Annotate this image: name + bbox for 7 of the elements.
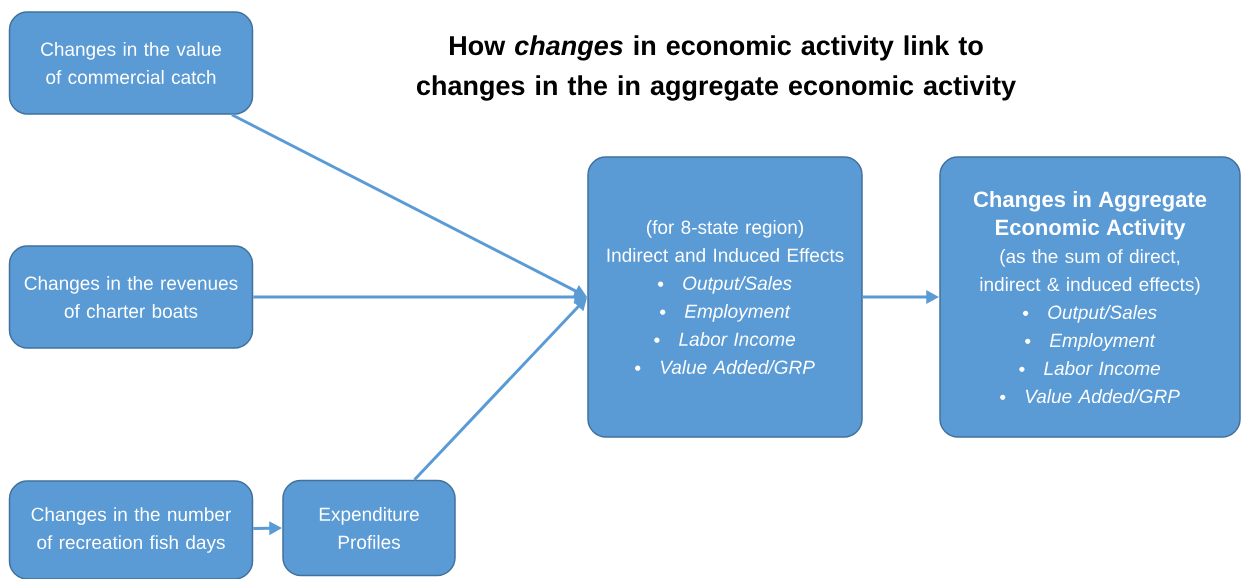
process-box: (for 8-state region) Indirect and Induced Effects Output/Sales Employment Labor Income Value Added/GRP [587, 156, 863, 438]
process-box: Changes in the number of recreation fish days [8, 480, 254, 579]
process-box: Changes in the revenues of charter boats [8, 245, 254, 349]
process-box: Changes in Aggregate Economic Activity (as the sum of direct, indirect & induced effects) Output/Sales Employment Labor Income Value Added/GRP [939, 156, 1241, 438]
process-box: Expenditure Profiles [282, 479, 456, 577]
process-box: Changes in the value of commercial catch [8, 11, 254, 115]
title: How changes in economic activity link to changes in the in aggregate economic activity [417, 35, 1016, 101]
